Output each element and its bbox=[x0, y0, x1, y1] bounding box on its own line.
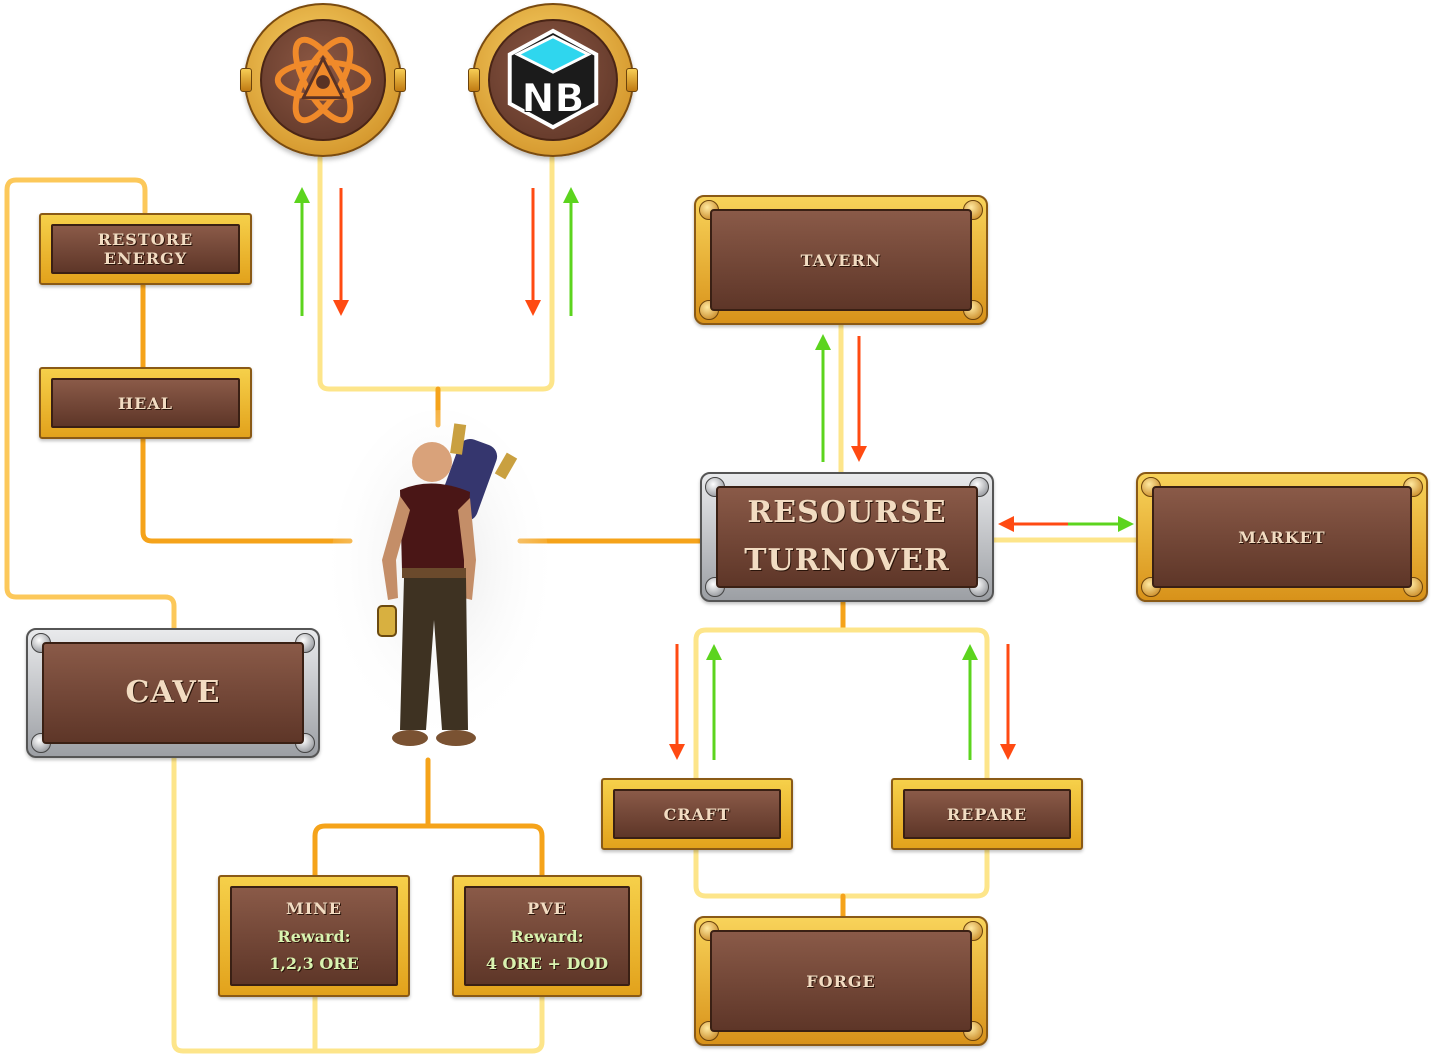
forge-button[interactable]: FORGE bbox=[694, 916, 988, 1046]
resource-turnover-label-line2: TURNOVER bbox=[744, 543, 950, 578]
coin-tab-left bbox=[240, 68, 252, 92]
miner-character bbox=[330, 410, 550, 750]
heal-button[interactable]: HEAL bbox=[39, 367, 252, 439]
mine-title: MINE bbox=[285, 899, 342, 918]
craft-button[interactable]: CRAFT bbox=[601, 778, 793, 850]
nb-token-face: NB bbox=[488, 19, 618, 141]
pve-reward-label: Reward: bbox=[510, 927, 584, 946]
resource-turnover-button[interactable]: RESOURSE TURNOVER bbox=[700, 472, 994, 602]
resource-turnover-label-line1: RESOURSE bbox=[747, 495, 947, 530]
market-button[interactable]: MARKET bbox=[1136, 472, 1428, 602]
coin-tab-left bbox=[468, 68, 480, 92]
restore-energy-button[interactable]: RESTORE ENERGY bbox=[39, 213, 252, 285]
tavern-label: TAVERN bbox=[800, 250, 882, 270]
cave-label: CAVE bbox=[125, 675, 221, 710]
repare-button[interactable]: REPARE bbox=[891, 778, 1083, 850]
atom-token[interactable] bbox=[240, 3, 406, 157]
mine-reward-label: Reward: bbox=[277, 927, 351, 946]
atom-token-face bbox=[260, 19, 386, 141]
coin-tab-right bbox=[394, 68, 406, 92]
craft-label: CRAFT bbox=[663, 804, 731, 824]
pve-reward-value: 4 ORE + DOD bbox=[485, 954, 609, 973]
cave-button[interactable]: CAVE bbox=[26, 628, 320, 758]
tavern-button[interactable]: TAVERN bbox=[694, 195, 988, 325]
restore-energy-label: RESTORE ENERGY bbox=[97, 230, 194, 268]
nb-logo-text: NB bbox=[522, 75, 585, 121]
market-label: MARKET bbox=[1238, 527, 1326, 547]
nb-token[interactable]: NB bbox=[468, 3, 638, 157]
repare-label: REPARE bbox=[946, 804, 1028, 824]
heal-label: HEAL bbox=[118, 393, 173, 413]
pve-button[interactable]: PVE Reward: 4 ORE + DOD bbox=[452, 875, 642, 997]
forge-label: FORGE bbox=[806, 971, 876, 991]
nb-logo-icon: NB bbox=[507, 28, 599, 130]
coin-tab-right bbox=[626, 68, 638, 92]
mine-button[interactable]: MINE Reward: 1,2,3 ORE bbox=[218, 875, 410, 997]
pve-title: PVE bbox=[527, 899, 567, 918]
mine-reward-value: 1,2,3 ORE bbox=[269, 954, 359, 973]
atom-icon bbox=[274, 36, 372, 124]
